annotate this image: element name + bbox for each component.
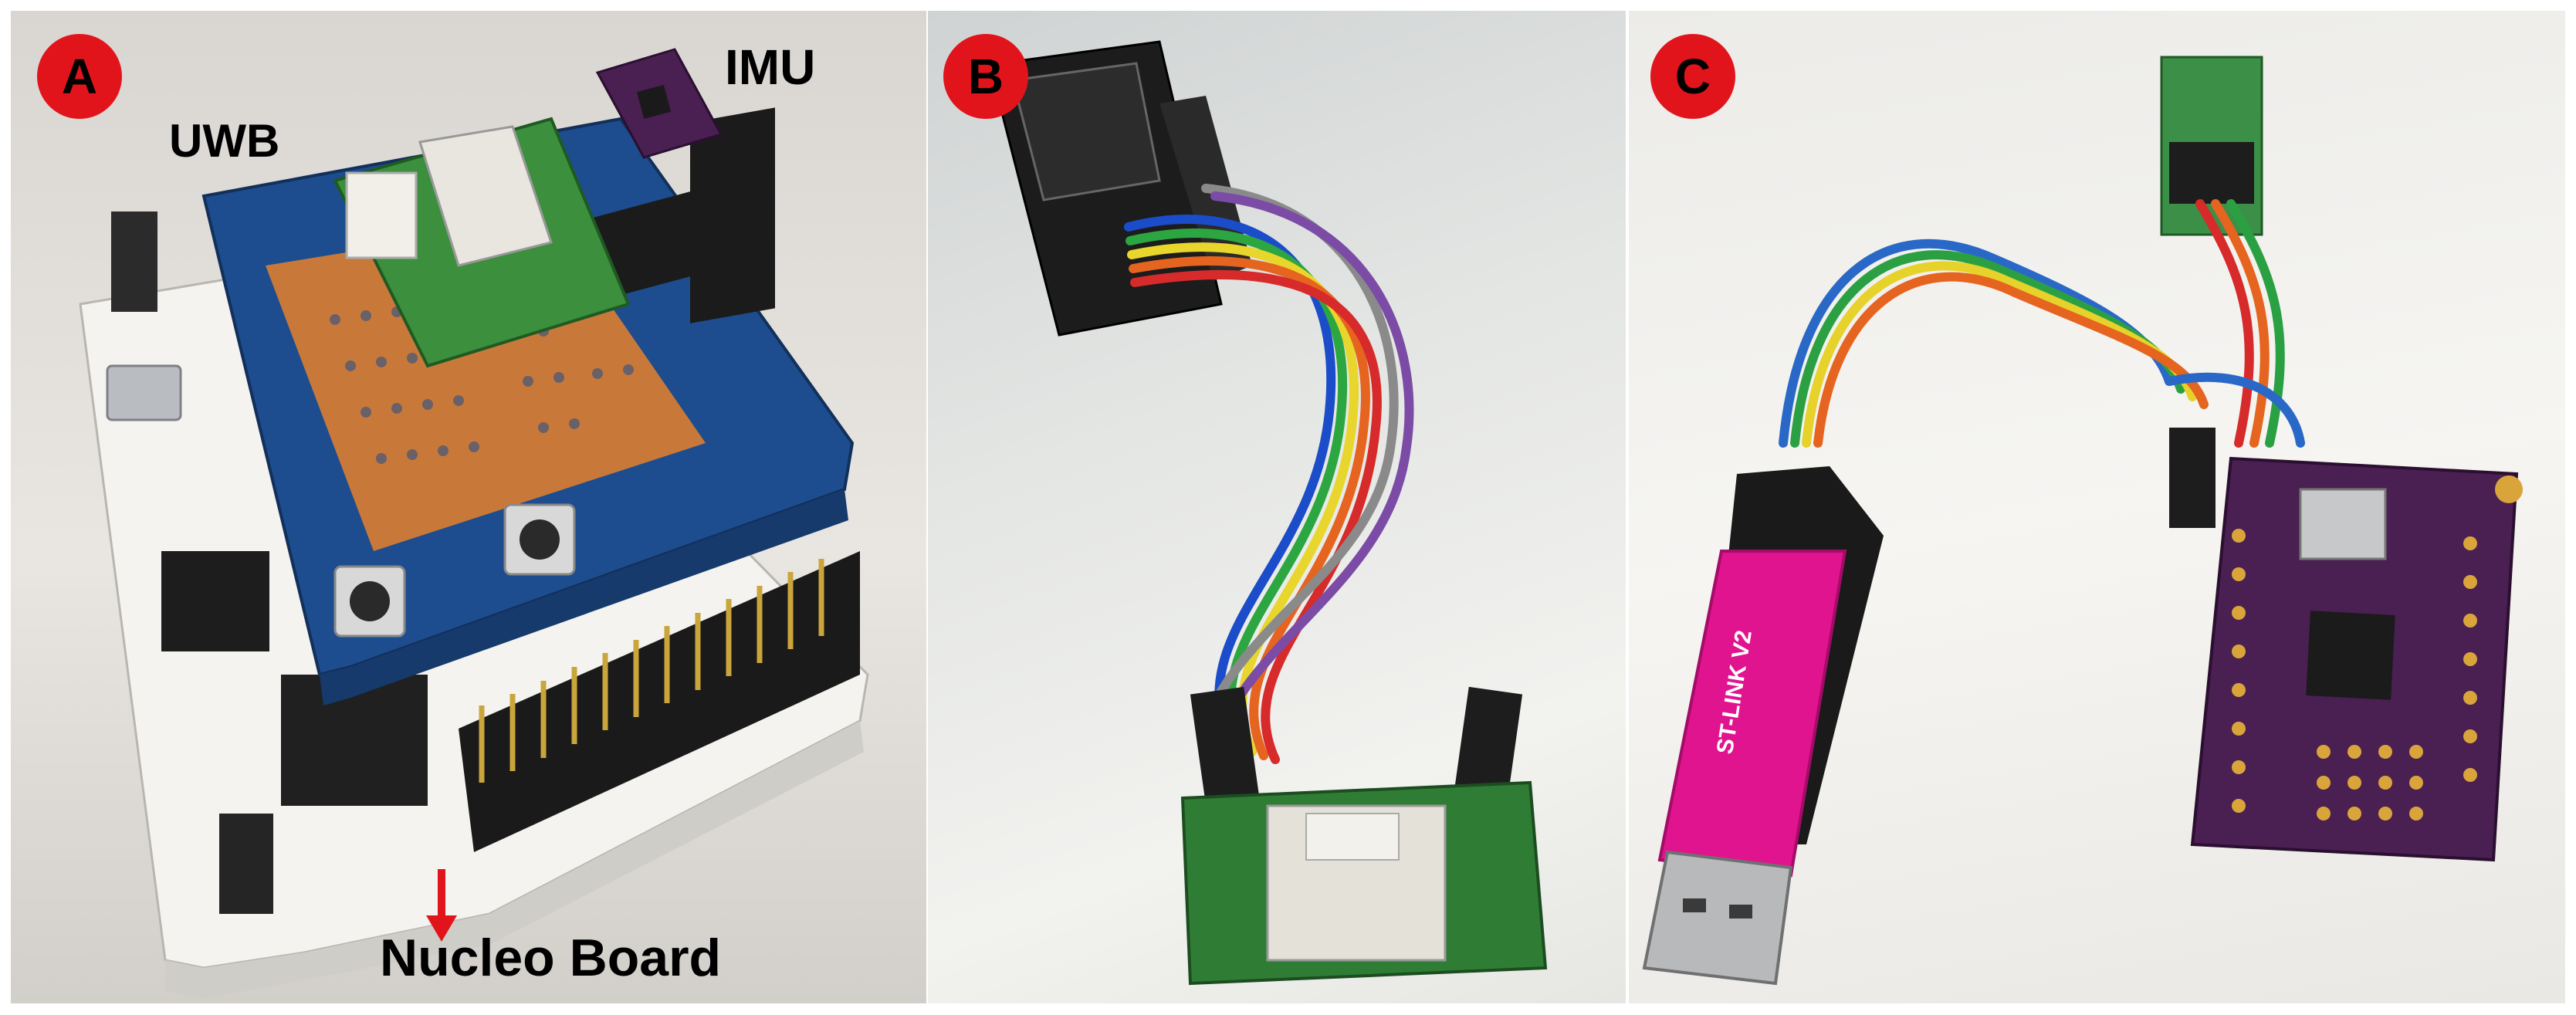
stlink-stick: [1657, 550, 1847, 878]
panel-b-badge: B: [943, 34, 1028, 119]
usb-plug-slot-1: [1683, 898, 1706, 912]
gold-pins: [479, 559, 824, 783]
pin-header-left: [111, 211, 157, 312]
nucleo-arrow-head: [426, 915, 457, 942]
usb-ribbon-cable: [1779, 199, 2305, 448]
pin-header-mid: [281, 675, 428, 806]
panel-c-photo: [1642, 56, 2523, 986]
adapter-chip: [2306, 611, 2395, 700]
ribbon-cable: [1124, 184, 1414, 764]
adapter-mount-hole: [2495, 475, 2523, 503]
mini-usb-connector: [106, 364, 182, 421]
push-button-right-cap: [520, 519, 560, 560]
wifi-shield: [1011, 62, 1161, 201]
adapter-pads: [2232, 529, 2477, 820]
imu-label: IMU: [725, 39, 816, 95]
panel-c: ST-LINK V2 C: [1629, 11, 2565, 1003]
nucleo-board-label: Nucleo Board: [380, 929, 722, 987]
usb-a-plug: [1642, 850, 1793, 986]
uwb-label: UWB: [169, 115, 280, 167]
uwb-chip: [418, 125, 553, 267]
panel-b: B: [928, 11, 1626, 1003]
panel-a-photo: [79, 48, 869, 999]
panel-a: A UWB IMU Nucleo Board: [11, 11, 926, 1003]
pin-header-bottom: [219, 814, 273, 914]
adapter-connector: [2169, 428, 2215, 528]
connector-right: [1452, 686, 1523, 810]
panel-c-badge: C: [1650, 34, 1735, 119]
imu-chip: [636, 84, 672, 120]
shield-header-lower: [574, 168, 775, 308]
proto-shield-edge: [320, 489, 848, 705]
panel-a-badge: A: [37, 34, 122, 119]
jumper-block: [161, 551, 269, 651]
adapter-mini-usb: [2299, 488, 2387, 560]
top-module-header: [2169, 142, 2254, 204]
uwb-board-antenna: [1305, 813, 1400, 861]
connector-left: [1190, 686, 1261, 810]
nucleo-board-edge: [165, 721, 864, 999]
usb-plug-slot-2: [1729, 905, 1752, 919]
panel-b-photo: [988, 40, 1548, 986]
push-button-left-cap: [350, 581, 390, 621]
uwb-antenna: [345, 171, 418, 259]
